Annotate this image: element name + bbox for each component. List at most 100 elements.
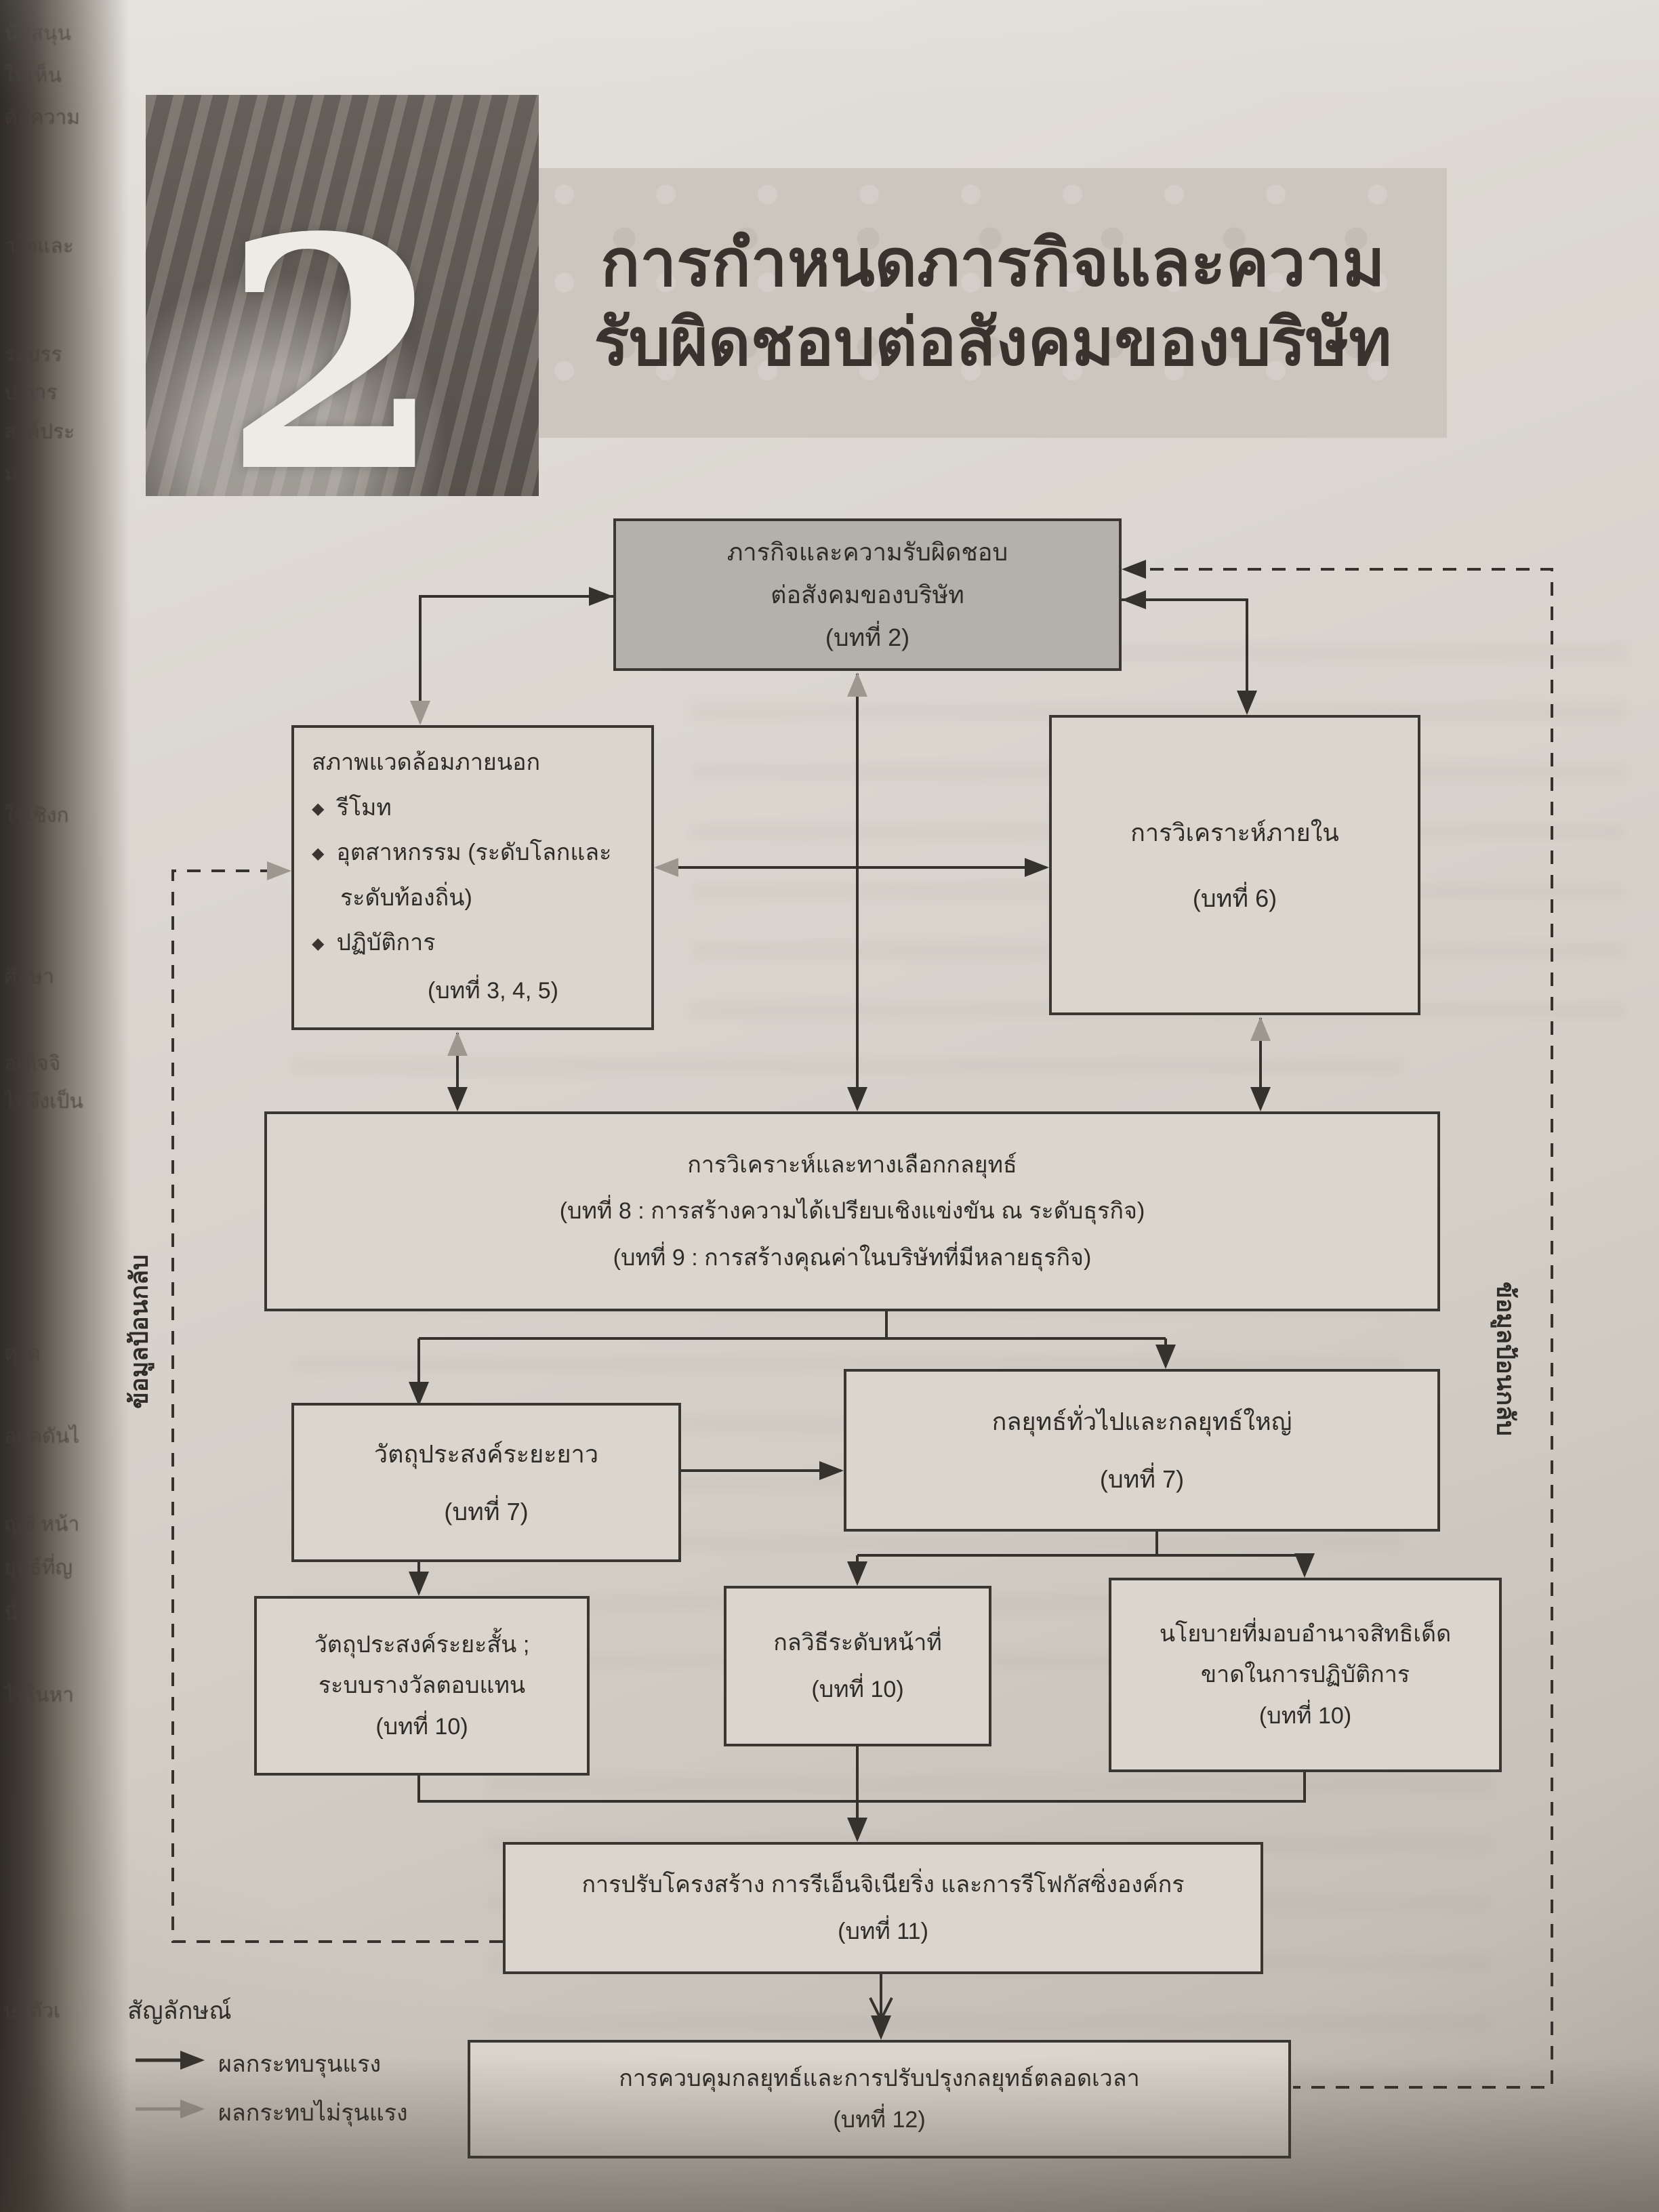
facing-page-fragment: รถบรร (4, 344, 62, 366)
arrowhead-strong (589, 587, 613, 606)
node-text: การวิเคราะห์ภายใน (1130, 818, 1339, 846)
chapter-title-line2: รับผิดชอบต่อสังคมของบริษัท (594, 304, 1392, 380)
facing-page-fragment: สงค์ประ (4, 421, 75, 443)
bullet-item: ◆ ปฏิบัติการ (312, 928, 435, 958)
node-text: (บทที่ 2) (825, 623, 910, 651)
node-generic-grand-strategies: กลยุทธ์ทั่วไปและกลยุทธ์ใหญ่ (บทที่ 7) (844, 1369, 1440, 1532)
facing-page-fragment: ญชี หน้า (4, 1513, 80, 1536)
facing-page-fragment: ไม่จึงเป็น (4, 1090, 83, 1113)
facing-page-fragment: อกคดันไ (4, 1425, 80, 1448)
arrowhead-strong (1155, 1345, 1176, 1369)
node-strategy-analysis-choice: การวิเคราะห์และทางเลือกกลยุทธ์ (บทที่ 8 … (264, 1111, 1440, 1311)
arrowhead-strong (1025, 858, 1049, 877)
node-empowering-policies: นโยบายที่มอบอำนาจสิทธิเด็ด ขาดในการปฏิบั… (1109, 1578, 1502, 1772)
facing-page-fragment: ให้เห็น (4, 64, 62, 87)
node-text: ต่อสังคมของบริษัท (771, 581, 964, 609)
node-strategic-control: การควบคุมกลยุทธ์และการปรับปรุงกลยุทธ์ตลอ… (468, 2040, 1291, 2158)
node-text: (บทที่ 8 : การสร้างความได้เปรียบเชิงแข่ง… (559, 1198, 1145, 1225)
node-short-term-objectives: วัตถุประสงค์ระยะสั้น ; ระบบรางวัลตอบแทน … (254, 1596, 590, 1776)
edge-grand-split (856, 1532, 1306, 1583)
node-text: ระบบรางวัลตอบแทน (318, 1673, 526, 1699)
facing-page-fragment: ดับความ (4, 106, 81, 129)
node-text: กลยุทธ์ทั่วไปและกลยุทธ์ใหญ่ (991, 1408, 1292, 1435)
node-chapter-ref: (บทที่ 3, 4, 5) (427, 977, 558, 1004)
facing-page-fragment: นี้ (4, 1603, 18, 1625)
arrowhead-weak (1250, 1017, 1271, 1041)
facing-page-fragment: ดุใด (4, 1343, 41, 1365)
edge-analysis-split (417, 1311, 1167, 1404)
node-text: การวิเคราะห์และทางเลือกกลยุทธ์ (687, 1151, 1017, 1178)
bullet-text: อุตสาหกรรม (ระดับโลกและ (336, 840, 612, 865)
arrowhead-weak (410, 701, 430, 725)
node-text: (บทที่ 12) (833, 2106, 926, 2133)
facing-page-fragment: บ การ (4, 382, 58, 404)
legend-strong-arrowhead (180, 2051, 205, 2070)
facing-page-fragment: ้าใจและ (4, 235, 74, 258)
bullet-text: ระดับท้องถิ่น) (340, 884, 472, 911)
node-internal-analysis: การวิเคราะห์ภายใน (บทที่ 6) (1049, 715, 1420, 1015)
arrowhead-strong (819, 1461, 844, 1480)
edge-mission-internal (1122, 598, 1248, 712)
facing-page-fragment: ศึกษา (4, 966, 54, 988)
feedback-label-right: ข้อมูลป้อนกลับ (1492, 1282, 1520, 1436)
arrowhead-weak-feedback (267, 861, 291, 880)
legend-weak-impact-label: ผลกระทบไม่รุนแรง (218, 2100, 408, 2126)
node-text: กลวิธีระดับหน้าที่ (773, 1630, 942, 1656)
diamond-bullet-icon: ◆ (312, 844, 325, 863)
node-text: (บทที่ 10) (1258, 1702, 1352, 1729)
book-spine-gutter (0, 0, 129, 2212)
chapter-title-band: การกำหนดภารกิจและความ รับผิดชอบต่อสังคมข… (539, 168, 1447, 438)
feedback-label-left: ข้อมูลป้อนกลับ (125, 1254, 153, 1409)
chapter-number: 2 (222, 168, 444, 543)
node-text: (บทที่ 7) (444, 1497, 529, 1525)
bullet-item-continuation: ระดับท้องถิ่น) (312, 884, 472, 913)
arrowhead-weak (654, 858, 678, 877)
node-text: (บทที่ 11) (838, 1918, 928, 1944)
node-long-term-objectives: วัตถุประสงค์ระยะยาว (บทที่ 7) (291, 1403, 681, 1562)
node-text: ขาดในการปฏิบัติการ (1200, 1662, 1410, 1688)
node-text: (บทที่ 9 : การสร้างคุณค่าในบริษัทที่มีหล… (613, 1244, 1092, 1271)
node-restructuring-reengineering: การปรับโครงสร้าง การรีเอ็นจิเนียริ่ง และ… (503, 1842, 1263, 1974)
arrowhead-strong (847, 1818, 867, 1842)
feedback-dashed-right (1126, 568, 1553, 2089)
chapter-header-photo: 2 (146, 95, 539, 543)
node-text: ภารกิจและความรับผิดชอบ (726, 538, 1008, 566)
bullet-text: ปฏิบัติการ (336, 930, 436, 956)
facing-page-fragment: ม (4, 463, 18, 485)
facing-page-fragment: ใจเชิงก (4, 804, 69, 827)
node-functional-tactics: กลวิธีระดับหน้าที่ (บทที่ 10) (724, 1586, 991, 1746)
bullet-item: ◆ รีโมท (312, 794, 392, 823)
node-text: (บทที่ 7) (1099, 1465, 1185, 1493)
node-text: วัตถุประสงค์ระยะยาว (373, 1439, 599, 1468)
arrowhead-strong (409, 1382, 429, 1406)
node-text: (บทที่ 10) (375, 1713, 468, 1740)
node-text: การปรับโครงสร้าง การรีเอ็นจิเนียริ่ง และ… (581, 1872, 1185, 1898)
arrowhead-weak (447, 1031, 468, 1056)
arrowhead-strong (847, 1561, 867, 1586)
bullet-item: ◆ อุตสาหกรรม (ระดับโลกและ (312, 838, 611, 867)
node-text: การควบคุมกลยุทธ์และการปรับปรุงกลยุทธ์ตลอ… (619, 2066, 1140, 2091)
arrowhead-strong (1294, 1553, 1315, 1578)
chapter-title-line1: การกำหนดภารกิจและความ (600, 224, 1385, 302)
diamond-bullet-icon: ◆ (312, 799, 325, 818)
arrowhead-strong (409, 1572, 429, 1596)
arrowhead-strong (1122, 590, 1146, 609)
arrowhead-strong-dashed (1122, 560, 1146, 579)
diamond-bullet-icon: ◆ (312, 935, 325, 953)
legend-strong-impact-label: ผลกระทบรุนแรง (218, 2051, 382, 2077)
edge-mission-external (419, 595, 613, 722)
node-title: สภาพแวดล้อมภายนอก (312, 750, 541, 775)
node-text: (บทที่ 6) (1192, 884, 1277, 912)
facing-page-fragment: ษาตัวเ (4, 2000, 61, 2022)
feedback-dashed-left (171, 869, 503, 1943)
legend-heading: สัญลักษณ์ (127, 1996, 232, 2024)
node-external-environment: สภาพแวดล้อมภายนอก ◆ รีโมท ◆ อุตสาหกรรม (… (291, 725, 654, 1030)
bullet-text: รีโมท (336, 794, 392, 821)
facing-page-fragment: ยุทธ์ที่ญ (4, 1557, 73, 1579)
node-text: นโยบายที่มอบอำนาจสิทธิเด็ด (1159, 1620, 1452, 1647)
arrowhead-strong (447, 1087, 468, 1111)
arrowhead-strong (847, 1087, 867, 1111)
legend-weak-arrowhead (180, 2100, 205, 2118)
